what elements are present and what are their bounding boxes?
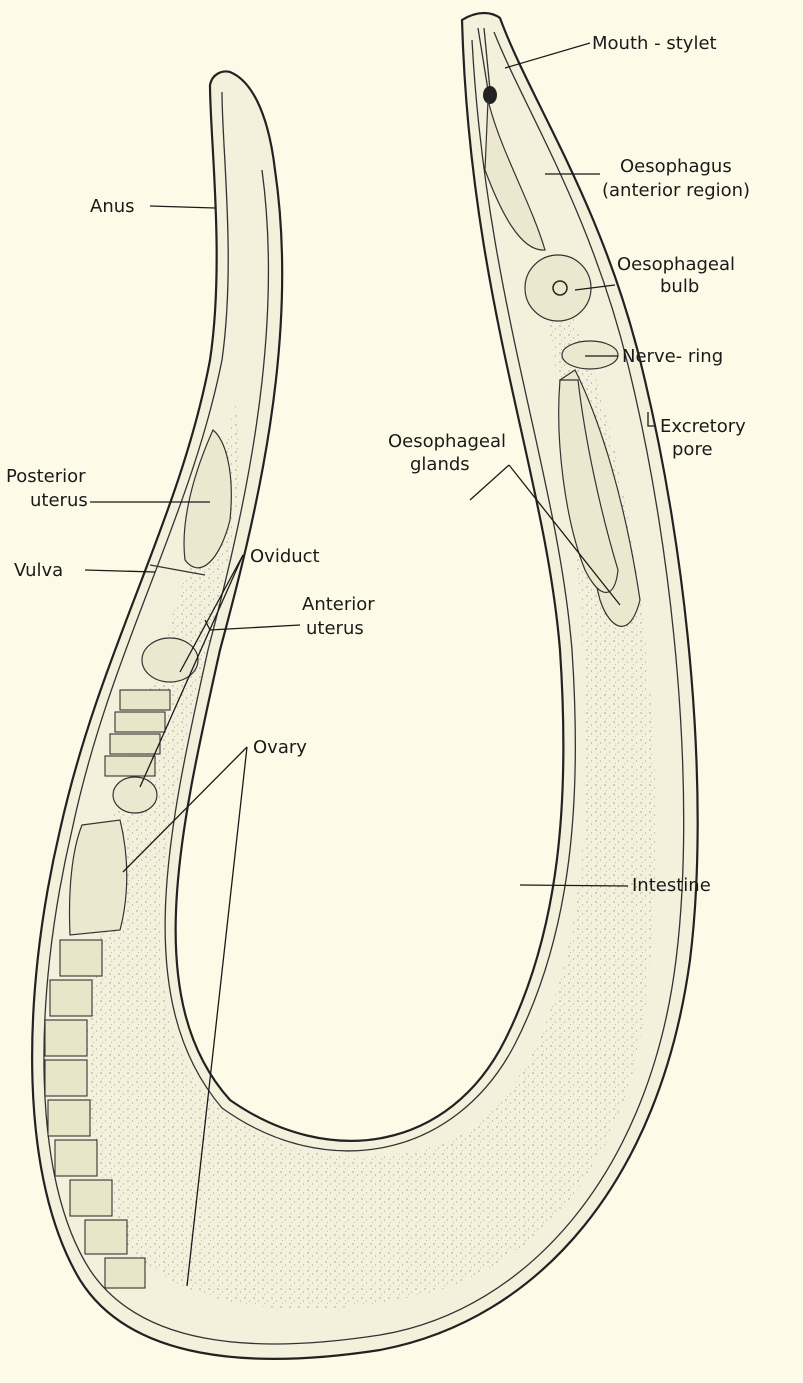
label-nerve-ring: Nerve- ring bbox=[622, 346, 723, 367]
label-oesophageal-bulb: Oesophageal bbox=[617, 254, 735, 275]
label-excretory-pore-2: pore bbox=[672, 439, 713, 460]
label-intestine: Intestine bbox=[632, 875, 711, 896]
nerve-ring bbox=[562, 341, 618, 369]
label-oesophagus-region: (anterior region) bbox=[602, 180, 750, 201]
label-vulva: Vulva bbox=[14, 560, 63, 581]
label-excretory-pore: Excretory bbox=[660, 416, 746, 437]
label-oesophagus: Oesophagus bbox=[620, 156, 732, 177]
oesophageal-bulb bbox=[525, 255, 591, 321]
label-posterior-uterus-2: uterus bbox=[30, 490, 88, 511]
label-ovary: Ovary bbox=[253, 737, 307, 758]
label-anterior-uterus: Anterior bbox=[302, 594, 375, 615]
label-mouth-stylet: Mouth - stylet bbox=[592, 33, 717, 54]
label-oesophageal-bulb-2: bulb bbox=[660, 276, 699, 297]
label-anterior-uterus-2: uterus bbox=[306, 618, 364, 639]
label-oesophageal-glands: Oesophageal bbox=[388, 431, 506, 452]
label-oviduct: Oviduct bbox=[250, 546, 320, 567]
label-posterior-uterus: Posterior bbox=[6, 466, 86, 487]
label-oesophageal-glands-2: glands bbox=[410, 454, 470, 475]
ovary bbox=[70, 820, 127, 935]
label-anus: Anus bbox=[90, 196, 135, 217]
